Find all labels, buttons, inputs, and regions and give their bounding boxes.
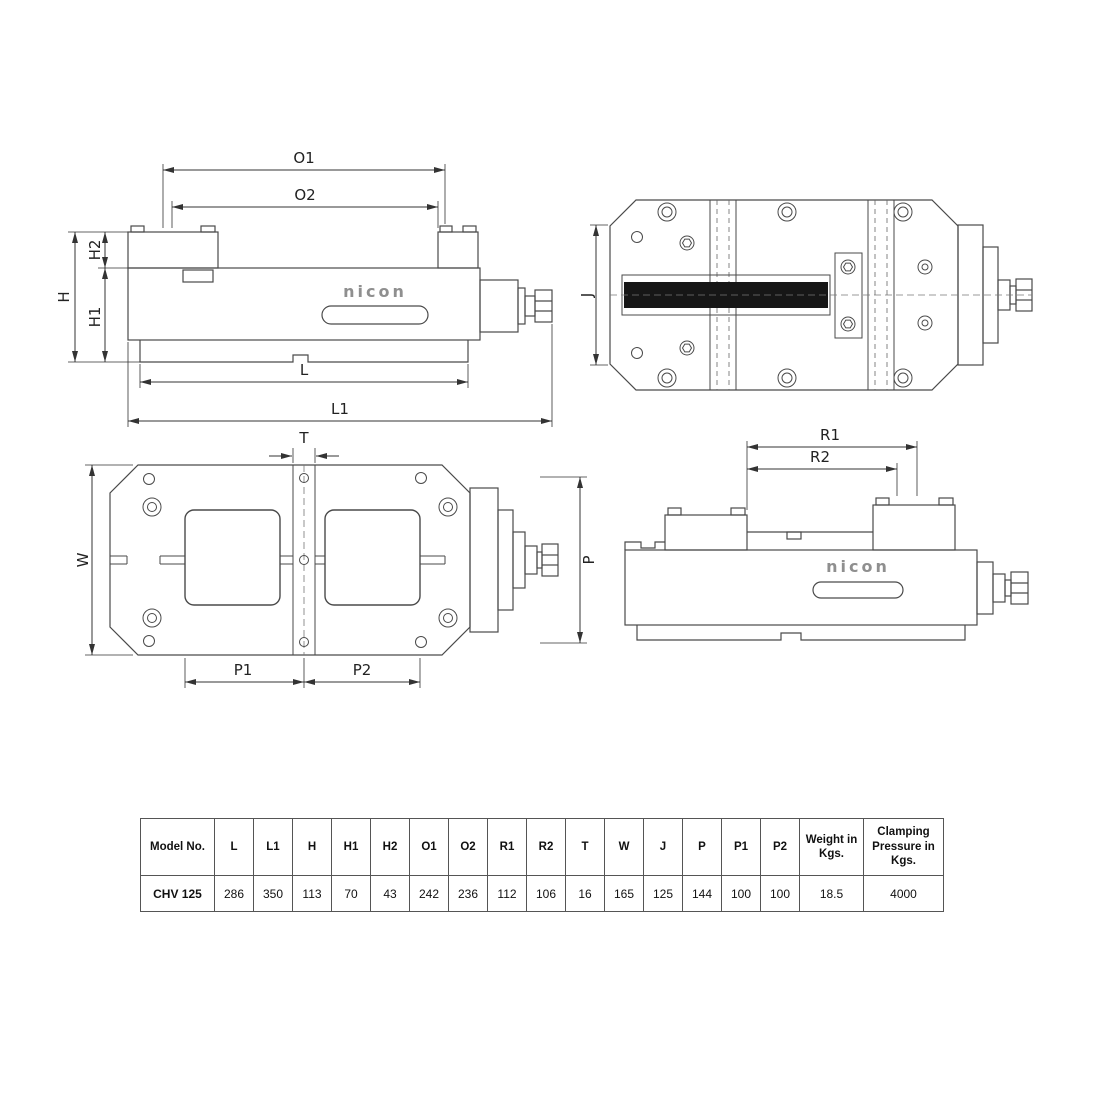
spec-header-p1: P1 — [721, 818, 761, 876]
spec-header-l1: L1 — [253, 818, 293, 876]
dim-label-h: H — [55, 291, 73, 302]
spec-header-h: H — [292, 818, 332, 876]
spec-value-r1: 112 — [487, 875, 527, 912]
dim-label-l1: L1 — [331, 400, 349, 418]
spec-header-w: W — [604, 818, 644, 876]
spec-value-o1: 242 — [409, 875, 449, 912]
spec-header-h2: H2 — [370, 818, 410, 876]
dim-label-o2: O2 — [294, 186, 315, 204]
rear-side-view-drawing: nicon R1 R2 — [624, 426, 1029, 641]
movable-jaw-assembly — [621, 252, 863, 339]
spec-value-weight: 18.5 — [799, 875, 864, 912]
spec-header-o2: O2 — [448, 818, 488, 876]
dim-label-h2: H2 — [86, 240, 104, 261]
spec-value-l: 286 — [214, 875, 254, 912]
base-plan-drawing: T W P P1 P2 — [75, 430, 598, 688]
dimension-lines: T W P P1 P2 — [75, 430, 598, 688]
spec-value-p1: 100 — [721, 875, 761, 912]
top-view-drawing: J — [580, 199, 1033, 391]
spec-header-pressure: Clamping Pressure in Kgs. — [863, 818, 944, 876]
dim-label-w: W — [75, 552, 92, 567]
spec-header-r2: R2 — [526, 818, 566, 876]
spec-header-model: Model No. — [140, 818, 215, 876]
spec-value-p2: 100 — [760, 875, 800, 912]
spec-value-j: 125 — [643, 875, 683, 912]
spec-header-j: J — [643, 818, 683, 876]
dim-label-l: L — [300, 361, 309, 379]
spec-value-o2: 236 — [448, 875, 488, 912]
spec-header-p: P — [682, 818, 722, 876]
spec-header-row: Model No. L L1 H H1 H2 O1 O2 R1 R2 T W J… — [140, 818, 944, 876]
spec-value-h1: 70 — [331, 875, 371, 912]
spec-header-o1: O1 — [409, 818, 449, 876]
spec-value-row: CHV 125 286 350 113 70 43 242 236 112 10… — [140, 875, 944, 912]
vise-body-outline — [127, 225, 553, 363]
spec-value-p: 144 — [682, 875, 722, 912]
spec-value-pressure: 4000 — [863, 875, 944, 912]
dim-label-p2: P2 — [353, 661, 372, 679]
spec-value-h: 113 — [292, 875, 332, 912]
dim-label-o1: O1 — [293, 149, 314, 167]
base-body-outline — [109, 464, 559, 656]
spec-header-r1: R1 — [487, 818, 527, 876]
slot-details — [110, 555, 446, 565]
spec-value-w: 165 — [604, 875, 644, 912]
dim-label-j: J — [580, 293, 596, 298]
spec-header-p2: P2 — [760, 818, 800, 876]
spec-header-h1: H1 — [331, 818, 371, 876]
spec-value-model: CHV 125 — [140, 875, 215, 912]
spec-value-t: 16 — [565, 875, 605, 912]
base-bolt-holes — [142, 472, 458, 648]
spec-value-r2: 106 — [526, 875, 566, 912]
center-strip — [292, 465, 316, 655]
dim-label-r1: R1 — [820, 426, 840, 444]
vise-body-outline — [624, 497, 1029, 641]
dim-label-t: T — [298, 430, 309, 447]
dimension-lines: O1 O2 H H2 H1 L L1 — [55, 149, 553, 427]
side-view-drawing: nicon O1 O2 H H2 H1 — [55, 149, 553, 427]
spec-table: Model No. L L1 H H1 H2 O1 O2 R1 R2 T W J… — [140, 818, 944, 912]
dim-label-h1: H1 — [86, 307, 104, 328]
dim-label-p1: P1 — [234, 661, 253, 679]
dim-label-p: P — [580, 555, 598, 564]
dimension-lines: J — [580, 224, 608, 366]
spec-table-container: Model No. L L1 H H1 H2 O1 O2 R1 R2 T W J… — [140, 818, 944, 912]
brand-logo: nicon — [826, 557, 890, 576]
spec-header-weight: Weight in Kgs. — [799, 818, 864, 876]
spec-value-h2: 43 — [370, 875, 410, 912]
spec-header-t: T — [565, 818, 605, 876]
brand-logo: nicon — [343, 282, 407, 301]
base-openings — [184, 509, 421, 606]
spec-value-l1: 350 — [253, 875, 293, 912]
dim-label-r2: R2 — [810, 448, 830, 466]
bolt-holes — [631, 202, 933, 388]
dimension-lines: R1 R2 — [746, 426, 918, 510]
spec-header-l: L — [214, 818, 254, 876]
